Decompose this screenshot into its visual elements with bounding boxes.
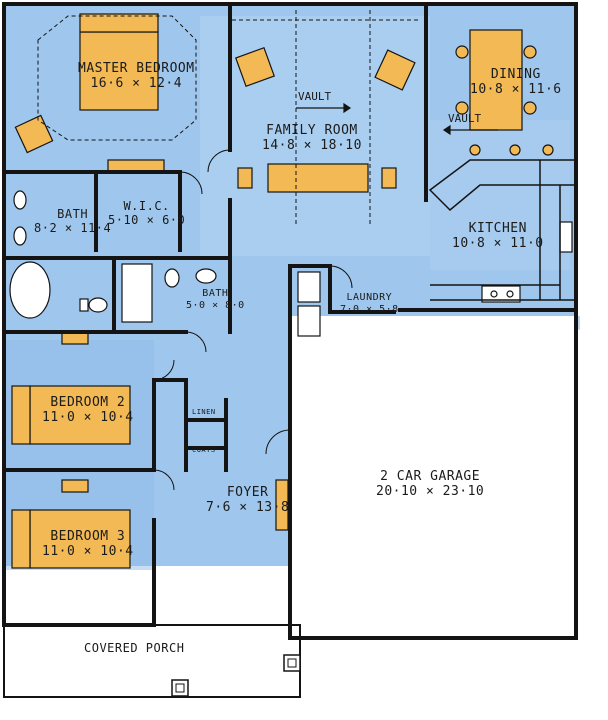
fixtures xyxy=(9,190,573,337)
dining-label: DINING 10·8 × 11·6 xyxy=(470,67,562,97)
foyer-label: FOYER 7·6 × 13·8 xyxy=(206,485,290,515)
bath-hall-label: BATH 5·0 × 8·0 xyxy=(186,288,245,311)
covered-porch xyxy=(3,624,301,698)
laundry-label: LAUNDRY 7·0 × 5·8 xyxy=(340,292,399,315)
linen-closet-label: LINEN xyxy=(192,408,216,416)
bath-master-label: BATH 8·2 × 11·4 xyxy=(34,207,112,235)
wic-label: W.I.C. 5·10 × 6·0 xyxy=(108,199,186,227)
kitchen-counters xyxy=(428,159,577,301)
vault-arrows xyxy=(296,102,498,136)
bedroom-2-label: BEDROOM 2 11·0 × 10·4 xyxy=(42,395,134,425)
vault-label-family: VAULT xyxy=(298,90,332,103)
door-swings xyxy=(153,149,353,491)
covered-porch-label: COVERED PORCH xyxy=(84,641,185,655)
vault-label-dining: VAULT xyxy=(448,112,482,125)
coats-closet-label: COATS xyxy=(192,446,216,454)
ceiling-lines xyxy=(37,10,420,225)
kitchen-label: KITCHEN 10·8 × 11·0 xyxy=(452,221,544,251)
family-room-label: FAMILY ROOM 14·8 × 18·10 xyxy=(262,123,362,153)
garage-label: 2 CAR GARAGE 20·10 × 23·10 xyxy=(376,469,485,499)
master-bedroom-label: MASTER BEDROOM 16·6 × 12·4 xyxy=(78,61,195,91)
walls xyxy=(2,2,578,640)
garage-floor xyxy=(290,316,576,638)
furniture xyxy=(11,13,554,569)
bedroom-3-label: BEDROOM 3 11·0 × 10·4 xyxy=(42,529,134,559)
